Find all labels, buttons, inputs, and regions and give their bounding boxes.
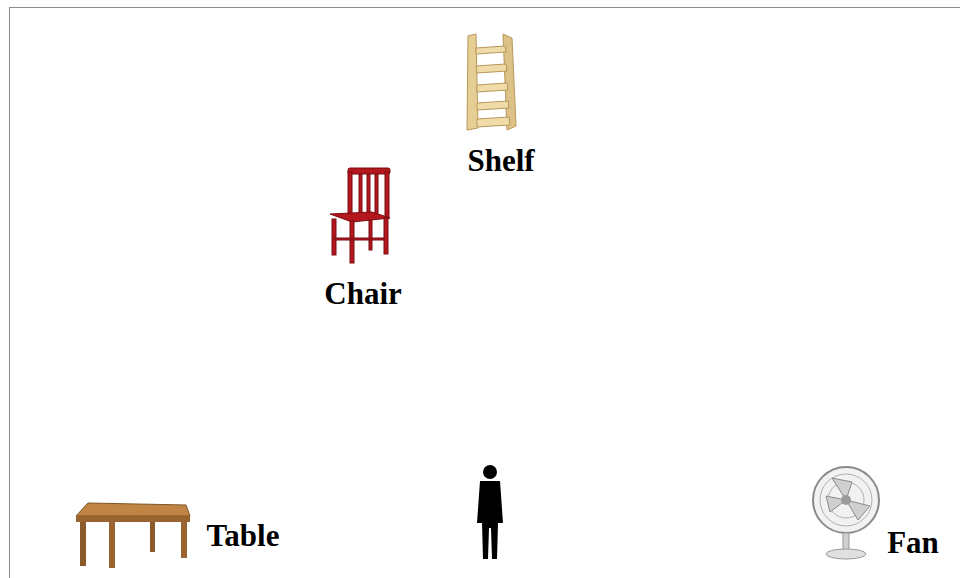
object-label: Fan <box>887 527 939 558</box>
object-label: Chair <box>324 278 402 309</box>
fan-drawing <box>813 467 879 559</box>
shelf-drawing <box>467 34 516 130</box>
person-figure <box>477 465 503 559</box>
object-label: Shelf <box>467 145 534 176</box>
frame-border <box>10 8 960 578</box>
chair-drawing <box>330 168 390 263</box>
object-label: Table <box>207 520 280 551</box>
table-drawing <box>76 503 190 568</box>
